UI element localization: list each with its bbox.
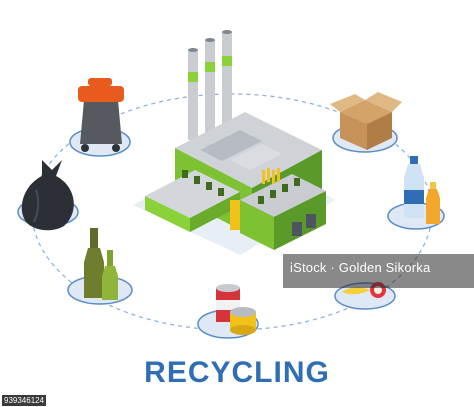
page-title: RECYCLING [144, 356, 330, 389]
stock-id-label: 939346124 [2, 395, 47, 406]
box-icon [330, 92, 402, 153]
smokestacks [188, 30, 232, 140]
bin-icon [69, 78, 131, 157]
glass-bottle-icon [67, 228, 133, 305]
factory-building [145, 112, 326, 250]
bag-icon [17, 160, 79, 231]
bottle-icon [387, 156, 445, 230]
watermark-band [283, 254, 474, 288]
can-icon [197, 284, 259, 339]
watermark-text: iStock · Golden Sikorka [290, 260, 431, 275]
